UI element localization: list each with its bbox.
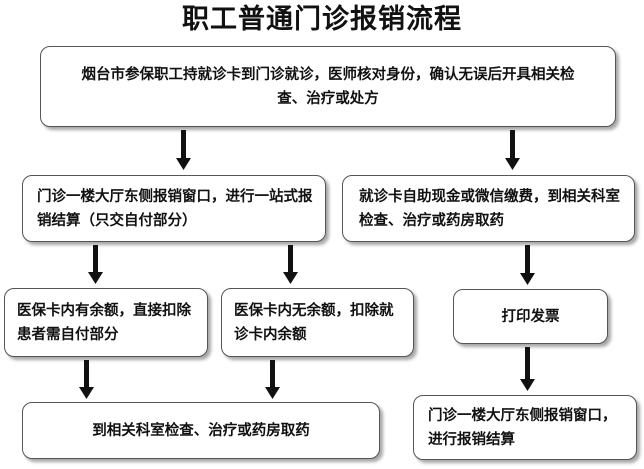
step-text-right-pay: 就诊卡自助现金或微信缴费，到相关科室检查、治疗或药房取药 (359, 188, 620, 229)
step-box-left-final: 到相关科室检查、治疗或药房取药 (22, 402, 380, 459)
arrow-down-icon (176, 130, 191, 170)
arrow-down-icon (88, 245, 103, 284)
step-text-balance-yes: 医保卡内有余额，直接扣除患者需自付部分 (17, 302, 191, 343)
arrow-down-icon (505, 130, 520, 170)
step-text-right-final: 门诊一楼大厅东侧报销窗口，进行报销结算 (428, 407, 617, 448)
step-box-top: 烟台市参保职工持就诊卡到门诊就诊，医师核对身份，确认无误后开具相关检查、治疗或处… (40, 46, 616, 127)
step-text-left-settle: 门诊一楼大厅东侧报销窗口，进行一站式报销结算（只交自付部分） (37, 188, 313, 229)
arrow-down-icon (283, 245, 298, 284)
step-text-top: 烟台市参保职工持就诊卡到门诊就诊，医师核对身份，确认无误后开具相关检查、治疗或处… (81, 66, 575, 107)
page-title: 职工普通门诊报销流程 (182, 4, 462, 35)
step-box-right-pay: 就诊卡自助现金或微信缴费，到相关科室检查、治疗或药房取药 (342, 175, 635, 242)
step-box-print-invoice: 打印发票 (453, 289, 608, 344)
arrow-down-icon (520, 245, 535, 285)
step-box-left-settle: 门诊一楼大厅东侧报销窗口，进行一站式报销结算（只交自付部分） (22, 175, 326, 242)
step-text-left-final: 到相关科室检查、治疗或药房取药 (92, 422, 310, 439)
arrow-down-icon (520, 347, 535, 391)
arrow-down-icon (265, 360, 280, 399)
step-box-right-final: 门诊一楼大厅东侧报销窗口，进行报销结算 (413, 395, 637, 460)
step-box-balance-yes: 医保卡内有余额，直接扣除患者需自付部分 (4, 288, 208, 357)
step-box-balance-no: 医保卡内无余额，扣除就诊卡内余额 (221, 288, 414, 357)
step-text-balance-no: 医保卡内无余额，扣除就诊卡内余额 (234, 302, 394, 343)
step-text-print-invoice: 打印发票 (501, 308, 560, 325)
arrow-down-icon (79, 360, 94, 399)
